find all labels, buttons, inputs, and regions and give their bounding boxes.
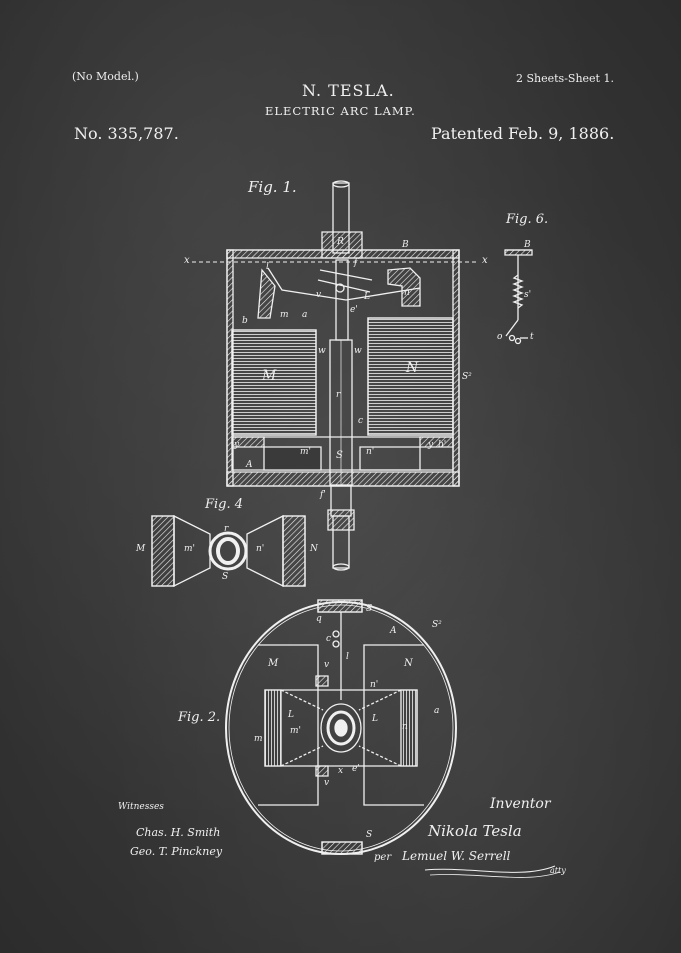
fig1-letter-a-cap: A	[246, 460, 253, 470]
inventor-name: N. TESLA.	[302, 81, 395, 100]
fig6-label: Fig. 6.	[506, 212, 549, 227]
fig2-letter-s-top: S	[366, 604, 373, 614]
fig1-letter-y: y	[234, 440, 240, 450]
fig1-letter-c: c	[358, 416, 364, 426]
fig1-letter-f: f	[354, 258, 358, 268]
fig1-letter-y2: y	[428, 440, 434, 450]
fig1-letter-b: B	[402, 240, 409, 250]
fig1-letter-big-l: L	[364, 292, 370, 302]
fig4-letter-n2: n'	[256, 544, 265, 554]
fig1-coil-n	[368, 318, 453, 435]
fig2-letter-n2: n'	[370, 680, 379, 690]
fig1-letter-f2: f'	[320, 490, 326, 500]
fig1-letter-m: M	[262, 368, 277, 384]
fig1-letter-m2: m'	[300, 447, 312, 457]
fig1-letter-e: e'	[350, 305, 358, 315]
fig1-letter-x-right: x	[482, 255, 488, 266]
invention-title: ELECTRIC ARC LAMP.	[265, 104, 416, 118]
fig1-letter-x-left: x	[184, 255, 190, 266]
figure-6	[505, 250, 532, 344]
fig1-letter-l: l	[266, 262, 269, 272]
fig1-letter-n: N	[406, 360, 419, 376]
fig4-letter-m: M	[136, 544, 146, 554]
fig4-letter-m2: m'	[184, 544, 196, 554]
fig2-letter-x: x	[338, 766, 344, 776]
fig6-letter-b: B	[524, 240, 531, 250]
fig2-letter-a: a	[434, 706, 440, 716]
fig2-letter-s-bottom: S	[366, 830, 373, 840]
fig1-letter-m-small: m	[280, 310, 289, 320]
attorney-prefix: per	[374, 852, 392, 863]
fig2-letter-c: c	[326, 634, 332, 644]
patent-date: Patented Feb. 9, 1886.	[431, 124, 615, 143]
fig1-letter-r-small: r	[336, 390, 341, 400]
inventor-label: Inventor	[490, 796, 551, 812]
fig2-letter-s2: S²	[432, 620, 442, 630]
fig1-letter-s: S	[336, 450, 343, 461]
model-note: (No Model.)	[72, 70, 139, 83]
fig4-letter-r: r	[224, 524, 229, 534]
fig6-letter-s: s'	[524, 290, 532, 300]
witnesses-label: Witnesses	[118, 802, 164, 812]
witness-2-signature: Geo. T. Pinckney	[130, 845, 223, 858]
figure-1	[192, 181, 478, 570]
fig1-letter-w: w	[318, 346, 326, 356]
fig1-letter-r: R	[337, 237, 344, 247]
fig2-letter-m: M	[268, 658, 279, 669]
fig2-letter-n-small: n	[402, 722, 408, 732]
fig2-letter-l-right: L	[372, 714, 378, 724]
fig2-letter-m2: m'	[290, 726, 302, 736]
patent-number: No. 335,787.	[74, 124, 179, 143]
fig1-letter-w2: w	[354, 346, 362, 356]
fig1-letter-v: v	[316, 290, 322, 300]
fig1-letter-s2: S²	[462, 372, 472, 382]
attorney-suffix: atty	[550, 866, 566, 875]
fig6-letter-o: o	[497, 332, 503, 342]
fig1-letter-b2: b'	[438, 440, 447, 450]
fig2-letter-a-cap: A	[390, 626, 397, 636]
fig1-letter-n-small: n	[404, 288, 410, 298]
fig2-letter-n: N	[404, 658, 413, 669]
fig1-letter-n2: n'	[366, 447, 375, 457]
fig4-pole-m	[174, 516, 210, 586]
fig1-letter-a: a	[302, 310, 308, 320]
fig2-letter-m-small: m	[254, 734, 263, 744]
fig4-pole-n	[247, 516, 283, 586]
fig2-letter-e: e'	[352, 764, 360, 774]
witness-1-signature: Chas. H. Smith	[136, 826, 221, 839]
fig1-letter-b-small: b	[242, 316, 248, 326]
sheet-note: 2 Sheets-Sheet 1.	[516, 72, 614, 85]
fig4-letter-s: S	[222, 572, 229, 582]
fig6-letter-t: t	[530, 332, 534, 342]
fig2-letter-l: l	[346, 652, 349, 662]
fig2-letter-q: q	[316, 614, 322, 624]
fig4-label: Fig. 4	[205, 497, 244, 512]
fig2-letter-l-left: L	[288, 710, 294, 720]
figure-2	[226, 600, 456, 854]
fig2-letter-v-bottom: v	[324, 778, 330, 788]
figure-4	[152, 516, 305, 586]
fig4-letter-n: N	[310, 544, 318, 554]
fig2-label: Fig. 2.	[178, 710, 221, 725]
attorney-signature: Lemuel W. Serrell	[402, 849, 511, 863]
fig2-letter-v-top: v	[324, 660, 330, 670]
fig1-label: Fig. 1.	[248, 178, 297, 196]
inventor-signature: Nikola Tesla	[428, 822, 522, 840]
